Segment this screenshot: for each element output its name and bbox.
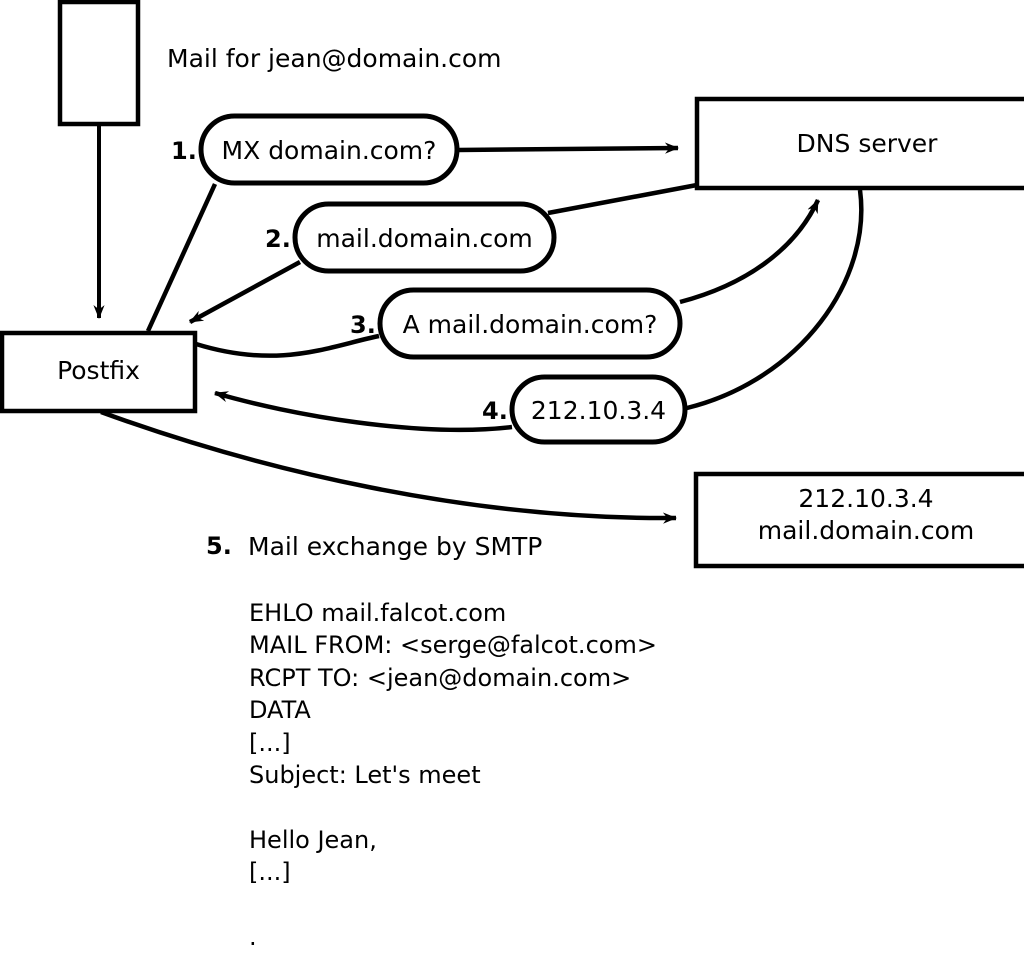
arrow-step4-to-postfix bbox=[214, 390, 513, 433]
smtp-transcript: EHLO mail.falcot.com MAIL FROM: <serge@f… bbox=[249, 599, 657, 952]
node-shape-layer bbox=[0, 0, 1024, 569]
arrow-step2-to-postfix bbox=[188, 260, 302, 324]
step-bubble-2-shape[interactable] bbox=[292, 201, 557, 274]
postfix-box-shape[interactable] bbox=[0, 330, 198, 414]
postfix-box-label: Postfix bbox=[57, 356, 140, 385]
step-bubble-4-shape[interactable] bbox=[509, 374, 688, 445]
line-dns-to-step4 bbox=[686, 189, 864, 411]
step-number-4: 4. bbox=[482, 397, 508, 425]
arrow-step1-to-dns bbox=[457, 142, 679, 154]
step-number-3: 3. bbox=[350, 311, 376, 339]
step-5-caption: Mail exchange by SMTP bbox=[248, 532, 543, 561]
arrow-step3-to-dns bbox=[679, 199, 821, 305]
target-mx-box-shape[interactable] bbox=[693, 471, 1024, 569]
line-dns-to-step2 bbox=[547, 182, 698, 216]
step-number-2: 2. bbox=[265, 225, 291, 253]
client-box-shape[interactable] bbox=[57, 0, 141, 127]
step-bubble-4-label: 212.10.3.4 bbox=[530, 396, 667, 425]
step-bubble-1-shape[interactable] bbox=[198, 113, 460, 186]
step-bubble-2-label: mail.domain.com bbox=[316, 224, 533, 253]
arrow-postfix-to-mailserver bbox=[100, 409, 677, 524]
step-bubble-1-label: MX domain.com? bbox=[221, 136, 437, 165]
step-number-1: 1. bbox=[171, 137, 197, 165]
target-mx-box-label-line2: mail.domain.com bbox=[757, 516, 975, 545]
line-postfix-to-step3 bbox=[195, 333, 380, 358]
line-postfix-to-step1 bbox=[145, 183, 218, 332]
step-bubble-3-label: A mail.domain.com? bbox=[402, 310, 658, 339]
target-mx-box-label-line1: 212.10.3.4 bbox=[798, 484, 934, 513]
connector-layer bbox=[93, 126, 864, 524]
dns-server-box-label: DNS server bbox=[796, 129, 938, 158]
step-number-5: 5. bbox=[206, 532, 232, 560]
page-title: Mail for jean@domain.com bbox=[167, 44, 502, 73]
dns-server-box-shape[interactable] bbox=[694, 96, 1024, 191]
step-bubble-3-shape[interactable] bbox=[377, 287, 683, 360]
